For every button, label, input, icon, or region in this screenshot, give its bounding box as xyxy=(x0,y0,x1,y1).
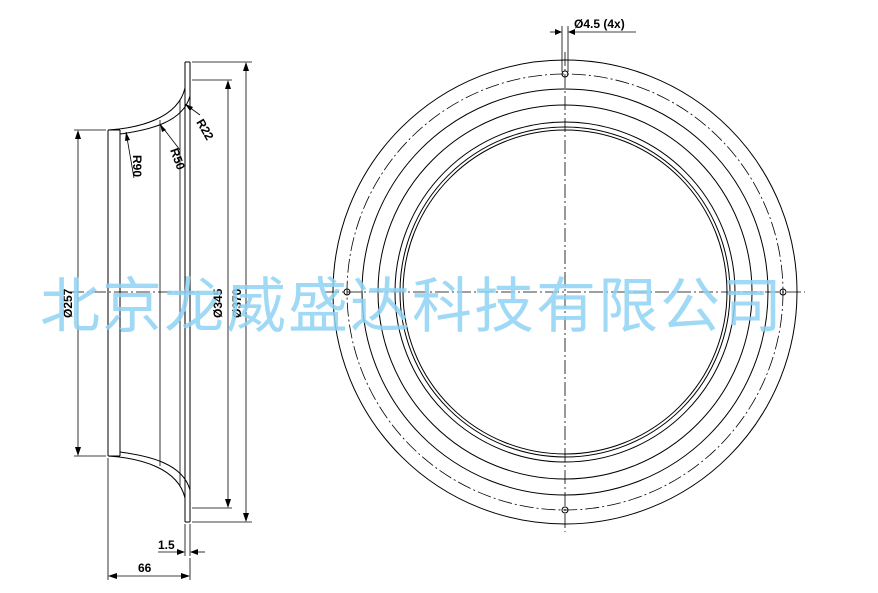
dim-r22: R22 xyxy=(193,117,216,143)
front-view: Ø4.5 (4x) xyxy=(325,17,805,532)
dim-thickness: 1.5 xyxy=(158,538,175,552)
dim-hole: Ø4.5 (4x) xyxy=(574,17,625,31)
dim-width: 66 xyxy=(138,561,152,575)
side-profile-view: R22 R50 R90 Ø257 Ø345 Ø370 1.5 66 xyxy=(61,61,252,580)
dim-d370: Ø370 xyxy=(230,288,244,318)
dim-d345: Ø345 xyxy=(211,288,225,318)
dim-r90: R90 xyxy=(130,155,144,177)
dim-d257: Ø257 xyxy=(61,288,75,318)
